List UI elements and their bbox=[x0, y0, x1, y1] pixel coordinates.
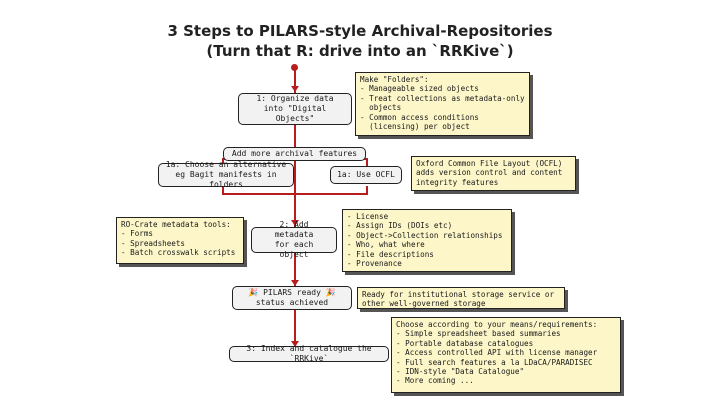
ready-status-box: 🎉 PILARS ready 🎉 status achieved bbox=[232, 286, 352, 310]
start-dot bbox=[291, 64, 298, 71]
note-rocrate: RO-Crate metadata tools: - Forms - Sprea… bbox=[116, 217, 244, 264]
step1-label: 1: Organize data into "Digital Objects" bbox=[256, 94, 334, 123]
step3-label: 3: Index and catalogue the `RRKive` bbox=[246, 344, 372, 363]
step1a-alternative-label: 1a: Choose an alternative eg Bagit manif… bbox=[165, 160, 287, 189]
note-folders: Make "Folders": - Manageable sized objec… bbox=[355, 72, 530, 136]
note-metadata: - License - Assign IDs (DOIs etc) - Obje… bbox=[342, 209, 512, 272]
step2-box: 2: Add metadata for each object bbox=[251, 220, 337, 259]
step3-box: 3: Index and catalogue the `RRKive` bbox=[229, 344, 389, 363]
arrow-to-step2 bbox=[291, 220, 299, 226]
branch-connector-right bbox=[366, 158, 368, 166]
diagram-title-line1: 3 Steps to PILARS-style Archival-Reposit… bbox=[167, 22, 553, 40]
step1a-ocfl-label: 1a: Use OCFL bbox=[337, 170, 395, 179]
step1a-alternative-box: 1a: Choose an alternative eg Bagit manif… bbox=[158, 160, 294, 189]
add-features-label: Add more archival features bbox=[231, 149, 358, 158]
ready-status-label: 🎉 PILARS ready 🎉 status achieved bbox=[248, 288, 336, 307]
diagram-title-line2: (Turn that R: drive into an `RRKive`) bbox=[206, 42, 514, 60]
step1-box: 1: Organize data into "Digital Objects" bbox=[238, 93, 352, 125]
branch-connector-bottom bbox=[222, 193, 368, 195]
arrow-to-step3 bbox=[291, 341, 299, 347]
note-index: Choose according to your means/requireme… bbox=[391, 317, 621, 393]
arrow-to-ready bbox=[291, 280, 299, 286]
branch-connector-right-low bbox=[366, 186, 368, 194]
main-connector-line bbox=[294, 68, 296, 358]
step2-label: 2: Add metadata for each object bbox=[274, 220, 314, 259]
branch-connector-left-low bbox=[222, 186, 224, 194]
step1a-ocfl-box: 1a: Use OCFL bbox=[330, 166, 402, 184]
note-storage: Ready for institutional storage service … bbox=[357, 287, 565, 309]
branch-connector-left bbox=[222, 158, 224, 166]
note-ocfl: Oxford Common File Layout (OCFL) adds ve… bbox=[411, 156, 576, 191]
add-features-box: Add more archival features bbox=[223, 147, 366, 161]
arrow-to-step1 bbox=[291, 86, 299, 92]
